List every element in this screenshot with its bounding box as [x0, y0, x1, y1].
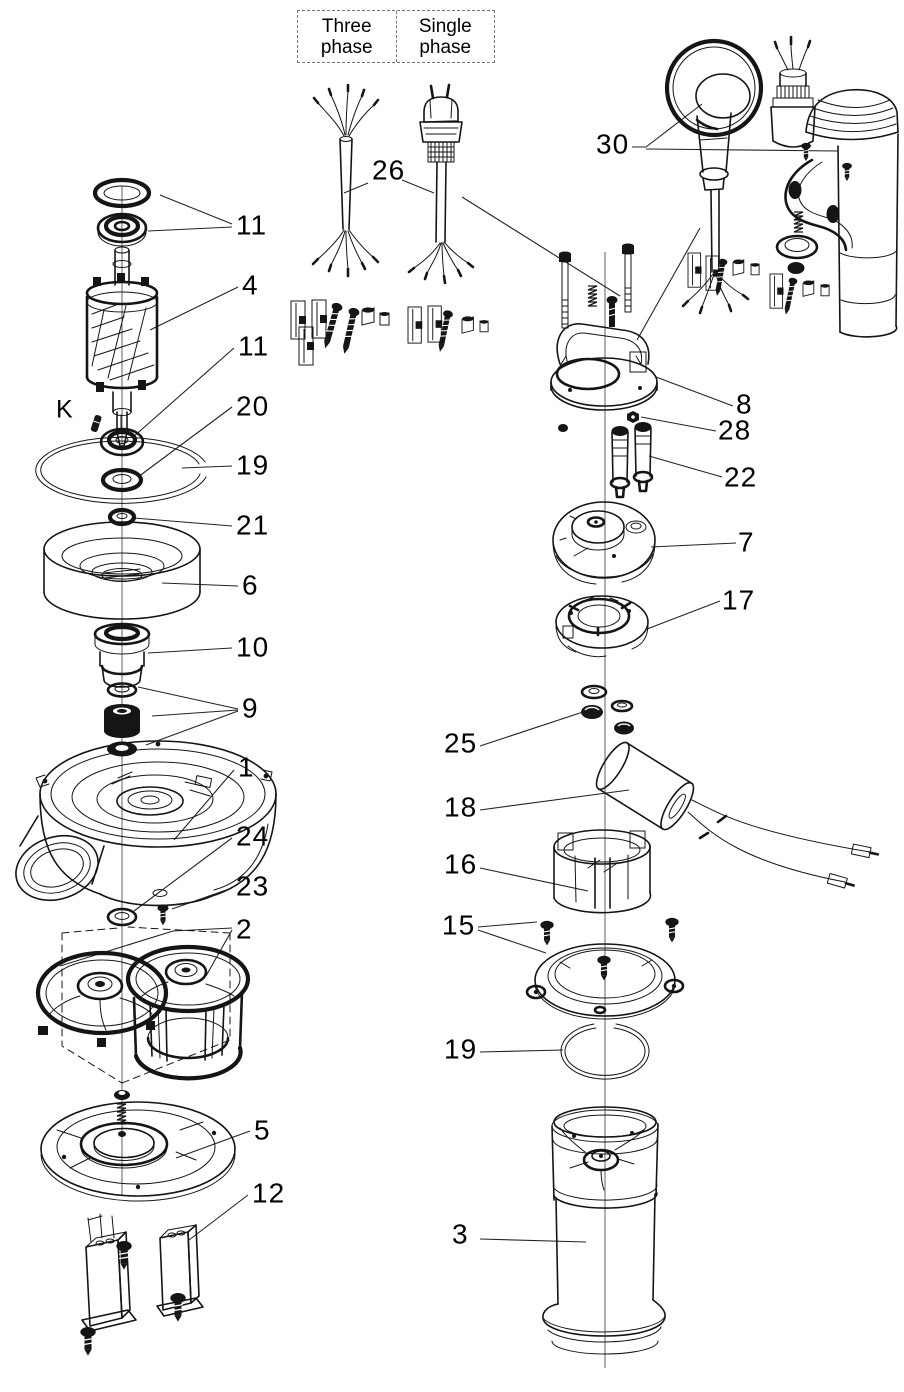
callout-28: 28: [718, 414, 752, 446]
part-washer-20: [100, 467, 144, 493]
part-screw-23: [156, 903, 170, 926]
part-suction-plate-5: [40, 1101, 236, 1202]
callout-K: K: [56, 395, 74, 424]
callout-21: 21: [236, 509, 270, 541]
callout-26: 26: [372, 154, 406, 186]
callout-10: 10: [236, 631, 270, 663]
callout-1: 1: [238, 751, 255, 783]
callout-12: 12: [252, 1177, 286, 1209]
part-oring-top: [92, 177, 152, 209]
part-impeller-vortex-2: [35, 950, 169, 1047]
part-nut-28: [558, 411, 639, 432]
callout-20: 20: [236, 390, 270, 422]
callout-5: 5: [254, 1114, 271, 1146]
part-float-switch-30: [664, 38, 764, 315]
callout-11: 11: [238, 330, 270, 362]
callout-16: 16: [444, 848, 478, 880]
callout-25: 25: [444, 727, 478, 759]
hardware-single-phase: [407, 305, 489, 354]
part-bearing-support-8: [550, 243, 658, 411]
callout-30: 30: [596, 128, 630, 160]
callout-6: 6: [242, 569, 259, 601]
part-rotor: [85, 246, 159, 447]
part-pump-casing-1: [15, 740, 277, 907]
callout-23: 23: [236, 870, 270, 902]
callout-18: 18: [444, 791, 478, 823]
part-spacer-16: [553, 829, 652, 914]
part-oring-19-right: [560, 1023, 650, 1080]
part-ring-17: [555, 595, 649, 658]
part-circlip-19: [35, 436, 207, 504]
part-feet-12: [79, 1213, 204, 1357]
part-seal-24: [106, 907, 138, 927]
centerlines: [121, 186, 606, 1368]
callout-9: 9: [242, 692, 259, 724]
callout-15: 15: [442, 909, 476, 941]
callout-3: 3: [452, 1218, 469, 1250]
part-cover-7: [552, 501, 656, 585]
part-spring-screw: [114, 1090, 130, 1137]
impeller-options-bracket: [61, 926, 231, 1084]
part-washers-25: [580, 684, 634, 735]
callout-17: 17: [722, 584, 756, 616]
part-mech-seal-10: [93, 622, 151, 688]
callout-22: 22: [724, 461, 758, 493]
part-cable-single-phase: [407, 83, 475, 285]
phase-table: Three phase Single phase: [297, 10, 495, 63]
callout-11: 11: [236, 209, 268, 241]
phase-column-three: Three phase: [320, 15, 373, 58]
part-key-pin: [90, 415, 102, 433]
part-impeller-channel-2: [125, 944, 251, 1081]
part-assembled-pump: [770, 35, 899, 338]
callout-2: 2: [236, 913, 253, 945]
callout-19: 19: [236, 449, 270, 481]
part-capacitor-18: [595, 741, 880, 889]
hardware-three-phase: [290, 299, 390, 366]
part-bolts-22: [609, 422, 654, 499]
hardware-float-row: [687, 252, 830, 317]
callout-4: 4: [242, 269, 259, 301]
part-oil-housing-6: [43, 521, 201, 620]
callout-8: 8: [736, 388, 753, 420]
part-bearing-upper: [96, 212, 148, 247]
part-flange-screws-15: [525, 917, 685, 1020]
callout-24: 24: [236, 820, 270, 852]
part-motor-jacket-3: [542, 1106, 666, 1355]
phase-column-single: Single phase: [395, 11, 495, 62]
part-ring-21: [107, 507, 137, 527]
callout-7: 7: [738, 526, 755, 558]
leader-lines: [59, 103, 839, 1243]
part-cable-three-phase: [311, 83, 380, 278]
callout-19: 19: [444, 1033, 478, 1065]
